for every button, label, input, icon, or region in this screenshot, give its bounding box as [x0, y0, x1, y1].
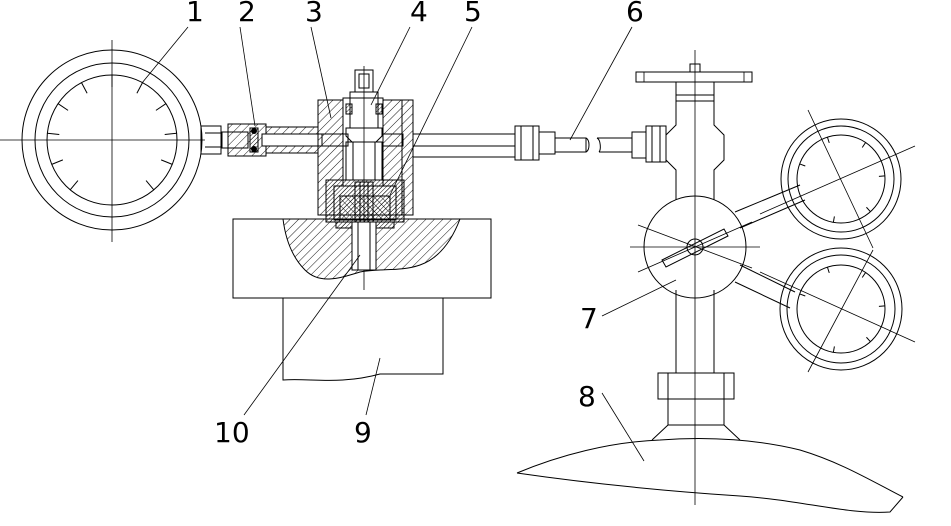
label-4: 4 — [410, 0, 428, 28]
gauge-tick — [832, 216, 835, 223]
gauge-tick — [799, 293, 806, 297]
leader-lines — [141, 26, 677, 462]
label-3: 3 — [305, 0, 323, 28]
gauge-tick — [826, 266, 830, 274]
gauge-tick — [57, 103, 69, 111]
gauge-tick — [861, 272, 867, 278]
valve-tower — [635, 50, 753, 505]
label-1: 1 — [186, 0, 204, 28]
gauge-tick — [799, 163, 806, 167]
vessel-top — [516, 437, 904, 513]
gauge-tick — [69, 180, 79, 191]
left-pressure-gauge — [0, 40, 222, 242]
label-5: 5 — [464, 0, 482, 28]
right-lower-gauge — [759, 247, 916, 373]
gauge-tick — [155, 103, 167, 111]
label-10: 10 — [214, 416, 250, 449]
gauge-tick — [861, 142, 867, 148]
label-8: 8 — [578, 380, 596, 413]
gauge-tick — [47, 132, 60, 135]
label-7: 7 — [580, 302, 598, 335]
label-6: 6 — [626, 0, 644, 28]
outlet-pipe — [413, 125, 667, 163]
right-upper-gauge — [759, 109, 916, 249]
gauge-tick — [866, 336, 871, 343]
gauge-tick — [160, 159, 173, 165]
gauge-tick — [81, 82, 88, 94]
connector-nut — [221, 123, 267, 157]
gauge-tick — [145, 180, 155, 191]
gauge-tick — [136, 82, 143, 94]
gauge-tick — [51, 159, 64, 165]
gauge-tick — [832, 346, 835, 353]
label-2: 2 — [238, 0, 256, 28]
gauge-tick — [164, 132, 177, 135]
mould-block — [232, 218, 492, 299]
label-9: 9 — [354, 416, 372, 449]
support-base — [282, 298, 444, 381]
distributor-disc — [630, 195, 760, 299]
gauge-tick — [826, 136, 830, 144]
left-pipe — [261, 126, 323, 154]
gauge-tick — [866, 206, 871, 213]
